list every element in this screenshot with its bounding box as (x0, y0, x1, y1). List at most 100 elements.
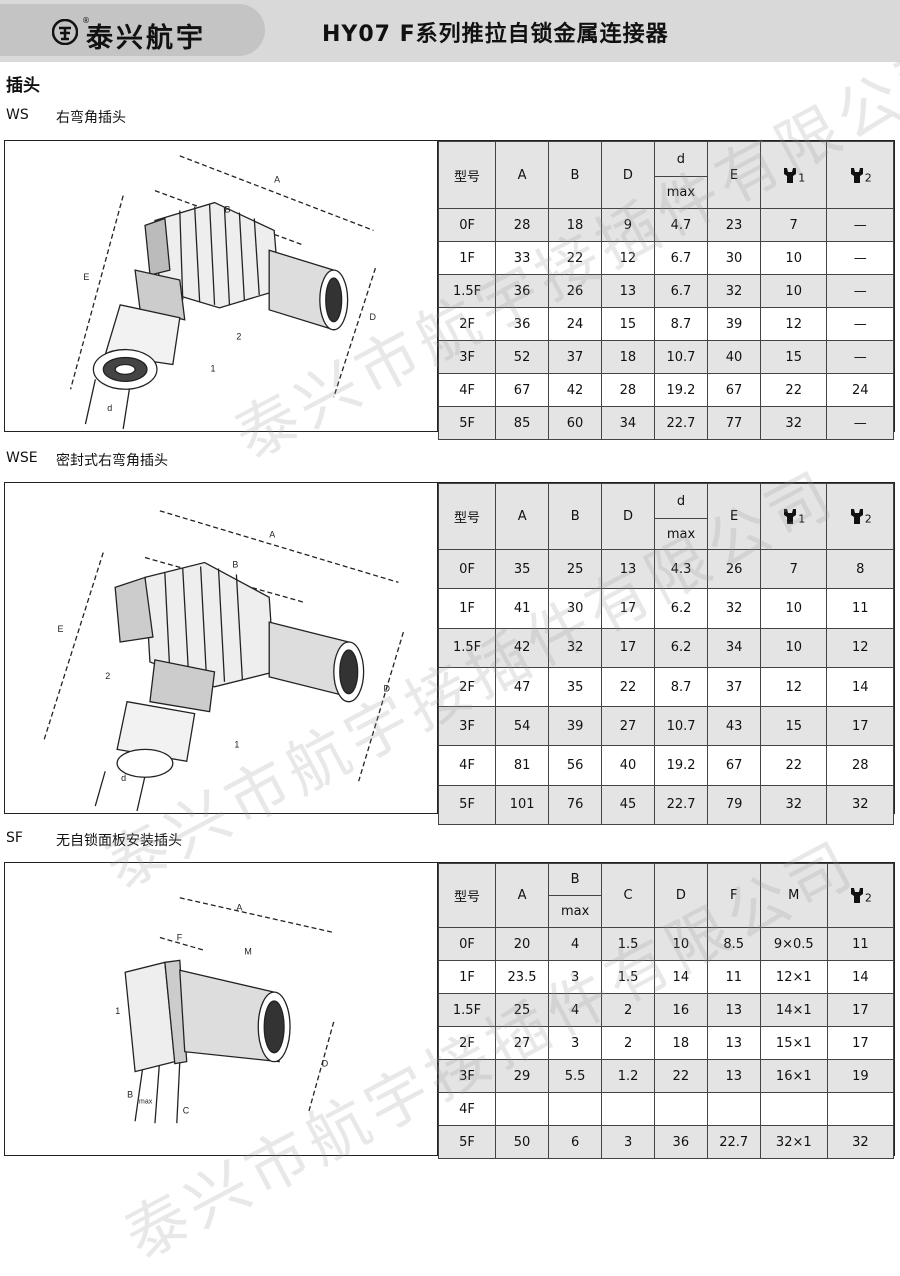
dim-label-e: E (57, 624, 63, 634)
table-cell: 28 (600, 373, 655, 407)
wrench-subscript: 2 (864, 512, 872, 526)
table-row: 4F (438, 1092, 895, 1126)
wse-connector-drawing: A B E D d 2 1 (42, 510, 405, 812)
col-header-wrench-2: 2 (826, 141, 894, 209)
col-header-f: F (706, 863, 761, 928)
wrench-subscript: 2 (864, 891, 872, 905)
dim-label-d-small: d (121, 773, 126, 783)
model-cell: 0F (438, 927, 496, 961)
table-cell: 18 (653, 1026, 708, 1060)
dim-label-b: B (232, 559, 238, 569)
table-cell (706, 1092, 761, 1126)
table-cell: 37 (707, 666, 762, 708)
table-cell: 1.5 (601, 927, 655, 961)
table-cell: 40 (601, 745, 655, 786)
model-cell: 1.5F (438, 993, 496, 1027)
table-cell: 12 (600, 241, 655, 275)
dim-label-e: E (83, 272, 89, 282)
table-cell (548, 1092, 603, 1126)
table-cell: 32 (707, 588, 762, 629)
model-cell: 4F (437, 745, 497, 786)
table-cell: 6.7 (653, 274, 709, 308)
ws-drawing: A B E D d 2 1 (5, 141, 438, 431)
table-cell: 8.5 (706, 927, 761, 961)
table-cell: 4 (548, 993, 603, 1027)
table-cell: 17 (601, 588, 655, 629)
table-cell: 5.5 (548, 1059, 603, 1093)
table-cell: 13 (706, 1026, 761, 1060)
table-cell: 30 (548, 588, 603, 629)
col-header-a: A (495, 483, 550, 550)
table-cell: — (826, 307, 894, 341)
table-cell: 47 (495, 666, 550, 708)
page-header: ® 泰兴航宇 HY07 F系列推拉自锁金属连接器 (0, 0, 900, 62)
table-cell: 17 (826, 993, 895, 1027)
logo: ® 泰兴航宇 (0, 4, 265, 56)
table-cell: 36 (495, 307, 550, 341)
table-cell: 10.7 (653, 340, 709, 374)
table-cell: 81 (495, 745, 550, 786)
table-cell: 6.7 (653, 241, 709, 275)
table-cell: 10.7 (653, 706, 709, 747)
table-cell (494, 1092, 550, 1126)
wrench-icon (784, 509, 797, 525)
table-cell: 6 (548, 1125, 603, 1159)
table-cell: 14 (826, 960, 895, 994)
table-cell: 40 (707, 340, 761, 374)
table-cell: 1.2 (601, 1059, 655, 1093)
dim-label-d: D (384, 684, 391, 694)
table-cell: 34 (600, 406, 655, 440)
table-cell: 32 (826, 1125, 895, 1159)
dim-label-d: D (369, 312, 376, 322)
table-cell: 14 (826, 666, 894, 708)
table-cell: 22 (653, 1059, 708, 1093)
table-cell: 15 (760, 706, 828, 747)
table-cell: 25 (548, 548, 603, 590)
table-cell: 50 (494, 1125, 550, 1159)
dim-label-b: B (224, 205, 230, 215)
col-header-m: M (759, 863, 828, 928)
wrench-icon (850, 888, 863, 904)
table-cell: 25 (494, 993, 550, 1027)
col-header-wrench-1: 1 (760, 483, 828, 550)
table-cell: 77 (707, 406, 761, 440)
model-cell: 1.5F (437, 274, 497, 308)
table-cell: — (826, 241, 894, 275)
table-cell: 4.3 (653, 548, 709, 590)
model-cell: 3F (437, 706, 497, 747)
col-header-e: E (707, 141, 761, 209)
table-cell: 12×1 (759, 960, 828, 994)
dim-label-m: M (244, 946, 251, 956)
table-cell: 19.2 (653, 745, 709, 786)
table-cell: 20 (494, 927, 550, 961)
table-cell: 11 (826, 927, 895, 961)
dim-label-d: D (322, 1059, 329, 1069)
table-cell: 12 (760, 666, 828, 708)
table-cell: 6.2 (653, 588, 709, 629)
table-cell: 17 (826, 706, 894, 747)
table-cell: 7 (759, 208, 828, 242)
table-cell: 39 (707, 307, 761, 341)
table-cell: 24 (826, 373, 894, 407)
table-cell: 28 (826, 745, 894, 786)
table-cell: 8.7 (653, 307, 709, 341)
table-cell: 15 (759, 340, 828, 374)
table-cell: 7 (760, 548, 828, 590)
table-cell: 36 (653, 1125, 708, 1159)
table-cell: 60 (548, 406, 602, 440)
table-cell: 19 (826, 1059, 895, 1093)
table-cell: 17 (601, 627, 655, 668)
col-subheader-max: max (548, 895, 603, 928)
table-cell: 22 (601, 666, 655, 708)
table-cell: — (826, 340, 894, 374)
table-cell: 17 (826, 1026, 895, 1060)
